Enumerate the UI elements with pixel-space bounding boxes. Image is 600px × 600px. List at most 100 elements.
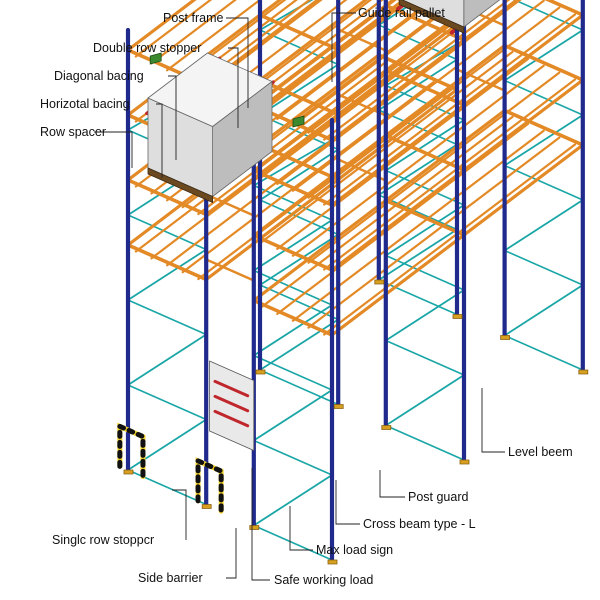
leader-max-load-sign	[289, 506, 313, 551]
horizontal-bracing	[503, 249, 584, 286]
label-cross-beam: Cross beam type - L	[363, 517, 476, 531]
level-beam	[544, 0, 585, 17]
diagonal-bracing	[259, 233, 340, 286]
leader-horizontal-bracing	[156, 103, 163, 178]
pallet-load-right-pallet	[398, 0, 465, 34]
horizontal-bracing	[253, 439, 333, 476]
diagonal-bracing	[127, 418, 208, 471]
cross-beam	[291, 129, 545, 322]
horizontal-bracing	[127, 299, 207, 336]
pallet-loads-group	[147, 0, 501, 204]
horizontal-bracing	[384, 339, 465, 376]
cross-beam	[291, 64, 545, 257]
horizontal-bracing	[384, 424, 465, 461]
horizontal-bracing	[253, 184, 333, 221]
horizontal-bracing	[503, 164, 584, 201]
row-stopper	[292, 115, 305, 128]
pallet-rack-structure	[117, 0, 589, 565]
label-max-load-sign: Max load sign	[316, 543, 393, 557]
horizontal-bracing	[127, 469, 207, 506]
leader-cross-beam	[335, 480, 360, 525]
diagonal-bracing	[252, 474, 333, 527]
cross-beam	[134, 0, 213, 58]
side-barrier-stripes	[117, 422, 146, 480]
level-beam	[383, 133, 466, 172]
leader-safe-working-load	[251, 468, 270, 581]
horizontal-bracing	[253, 269, 333, 306]
level-beam	[126, 178, 208, 217]
base-plate	[201, 504, 212, 509]
leader-single-row-stopper	[172, 489, 187, 540]
pallet-load-left-top	[147, 52, 273, 127]
cross-beam	[181, 81, 435, 274]
diagonal-bracing	[377, 0, 420, 26]
horizontal-bracing	[127, 384, 207, 421]
cross-beam	[197, 0, 312, 86]
diagonal-bracing	[503, 199, 584, 252]
cross-beam	[323, 143, 577, 336]
cross-beam	[150, 0, 237, 65]
level-beam	[502, 43, 585, 82]
base-plate	[374, 279, 385, 285]
row-spacer-bar	[204, 258, 256, 282]
leader-level-beam	[481, 388, 505, 453]
base-plate	[327, 559, 338, 565]
level-beam	[258, 143, 341, 182]
rack-accessories-group	[117, 52, 589, 565]
cross-beam	[323, 13, 577, 206]
base-plate	[333, 404, 344, 409]
diagonal-bracing	[384, 119, 465, 172]
horizontal-bracing	[384, 254, 465, 291]
diagonal-bracing	[259, 148, 340, 201]
label-post-frame: Post frame	[163, 11, 223, 25]
diagonal-bracing	[127, 248, 208, 301]
side-rail-beam	[126, 0, 197, 52]
label-double-row-stopper: Double row stopper	[93, 41, 201, 55]
base-plate	[255, 369, 266, 375]
cross-beam	[276, 0, 522, 185]
level-beam	[383, 198, 466, 237]
leader-diagonal-bracing	[168, 75, 177, 160]
label-post-guard: Post guard	[408, 490, 469, 504]
level-beam	[376, 53, 459, 92]
level-beam	[383, 68, 466, 107]
diagonal-bracing	[127, 333, 208, 386]
diagonal-bracing	[252, 389, 333, 442]
diagonal-bracing	[377, 228, 458, 281]
base-plate	[381, 425, 392, 430]
base-plate	[459, 459, 470, 465]
cross-beam	[307, 136, 561, 329]
level-beam	[502, 108, 585, 147]
level-beam	[252, 298, 334, 337]
base-plate	[123, 469, 134, 475]
cross-beam	[276, 57, 530, 250]
horizontal-bracing	[377, 279, 458, 316]
diagonal-bracing	[384, 289, 465, 342]
horizontal-bracing	[259, 369, 340, 406]
label-side-barrier: Side barrier	[138, 571, 203, 585]
base-plate	[500, 335, 511, 340]
diagonal-bracing	[259, 318, 340, 371]
callout-labels: Post frame Guide rail pallet Double row …	[40, 6, 573, 587]
leader-row-spacer	[94, 131, 133, 168]
sign-row	[213, 379, 250, 398]
leader-guide-rail-pallet	[331, 12, 356, 82]
row-stopper	[149, 52, 162, 65]
base-plate	[249, 525, 260, 530]
level-beam	[252, 233, 334, 272]
horizontal-bracing	[127, 214, 207, 251]
leader-double-row-stopper	[228, 47, 239, 128]
max-load-sign	[209, 360, 255, 452]
pallet-load-right-side	[463, 0, 501, 28]
side-barrier-stripes	[195, 457, 224, 514]
label-safe-working-load: Safe working load	[274, 573, 373, 587]
leader-side-barrier	[226, 528, 237, 579]
leader-post-guard	[379, 470, 405, 498]
cross-beam	[323, 78, 577, 271]
level-beam	[252, 168, 334, 207]
base-plate	[578, 369, 589, 375]
leader-post-frame	[226, 17, 249, 108]
cross-beam	[276, 0, 436, 120]
cross-beam	[166, 0, 262, 72]
